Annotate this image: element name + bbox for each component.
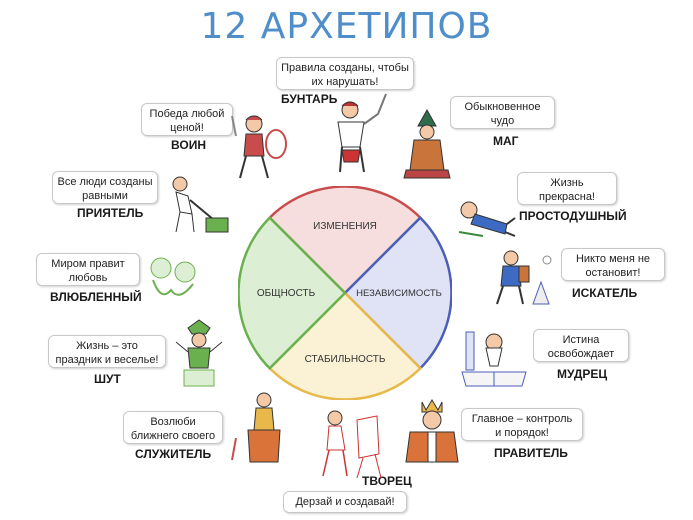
quote-bubble-ruler: Главное – контроль и порядок!	[461, 408, 583, 441]
archetype-name-creator: ТВОРЕЦ	[362, 474, 412, 488]
archetype-name-sage: МУДРЕЦ	[557, 367, 608, 381]
quote-bubble-sage: Истина освобождает	[533, 329, 629, 362]
quote-bubble-explorer: Никто меня не остановит!	[561, 248, 665, 281]
archetype-name-explorer: ИСКАТЕЛЬ	[572, 286, 638, 300]
archetype-wheel: ИЗМЕНЕНИЯ ОБЩНОСТЬ НЕЗАВИСИМОСТЬ СТАБИЛЬ…	[238, 186, 452, 400]
everyman-figure-icon	[172, 176, 229, 233]
archetype-name-magician: МАГ	[493, 134, 519, 148]
quote-bubble-everyman: Все люди созданы равными	[52, 171, 158, 204]
creator-figure-icon	[322, 410, 382, 479]
archetype-name-caregiver: СЛУЖИТЕЛЬ	[135, 447, 212, 461]
wheel-label-right: НЕЗАВИСИМОСТЬ	[356, 288, 442, 299]
wheel-label-bottom: СТАБИЛЬНОСТЬ	[305, 354, 386, 365]
wheel-sector-left	[238, 215, 347, 371]
innocent-figure-icon	[458, 201, 516, 237]
archetype-name-innocent: ПРОСТОДУШНЫЙ	[519, 209, 627, 223]
quote-bubble-rebel: Правила созданы, чтобы их нарушать!	[276, 57, 414, 90]
quote-bubble-jester: Жизнь – это праздник и веселье!	[48, 335, 166, 368]
quote-bubble-caregiver: Возлюби ближнего своего	[123, 411, 223, 444]
quote-bubble-innocent: Жизнь прекрасна!	[517, 172, 617, 205]
quote-bubble-magician: Обыкновенное чудо	[450, 96, 555, 129]
wheel-label-top: ИЗМЕНЕНИЯ	[313, 221, 377, 232]
wheel-sector-bottom	[267, 291, 423, 400]
quote-bubble-creator: Дерзай и создавай!	[283, 491, 407, 513]
wheel-label-left: ОБЩНОСТЬ	[257, 288, 316, 299]
lover-figure-icon	[150, 257, 196, 296]
archetype-name-warrior: ВОИН	[171, 138, 206, 152]
caregiver-figure-icon	[231, 392, 281, 463]
page-title: 12 АРХЕТИПОВ	[200, 6, 493, 47]
archetype-name-lover: ВЛЮБЛЕННЫЙ	[50, 290, 142, 304]
magician-figure-icon	[403, 108, 451, 179]
rebel-figure-icon	[337, 93, 387, 173]
explorer-figure-icon	[496, 250, 552, 305]
archetype-name-rebel: БУНТАРЬ	[281, 92, 338, 106]
archetype-name-everyman: ПРИЯТЕЛЬ	[77, 206, 144, 220]
archetype-name-ruler: ПРАВИТЕЛЬ	[494, 446, 568, 460]
ruler-figure-icon	[405, 399, 459, 463]
wheel-sector-top	[267, 186, 423, 295]
warrior-figure-icon	[231, 115, 287, 179]
quote-bubble-lover: Миром правит любовь	[36, 253, 140, 286]
quote-bubble-warrior: Победа любой ценой!	[141, 103, 233, 136]
archetype-name-jester: ШУТ	[94, 372, 121, 386]
jester-figure-icon	[175, 319, 223, 387]
sage-figure-icon	[461, 331, 527, 387]
wheel-sector-right	[343, 215, 452, 371]
